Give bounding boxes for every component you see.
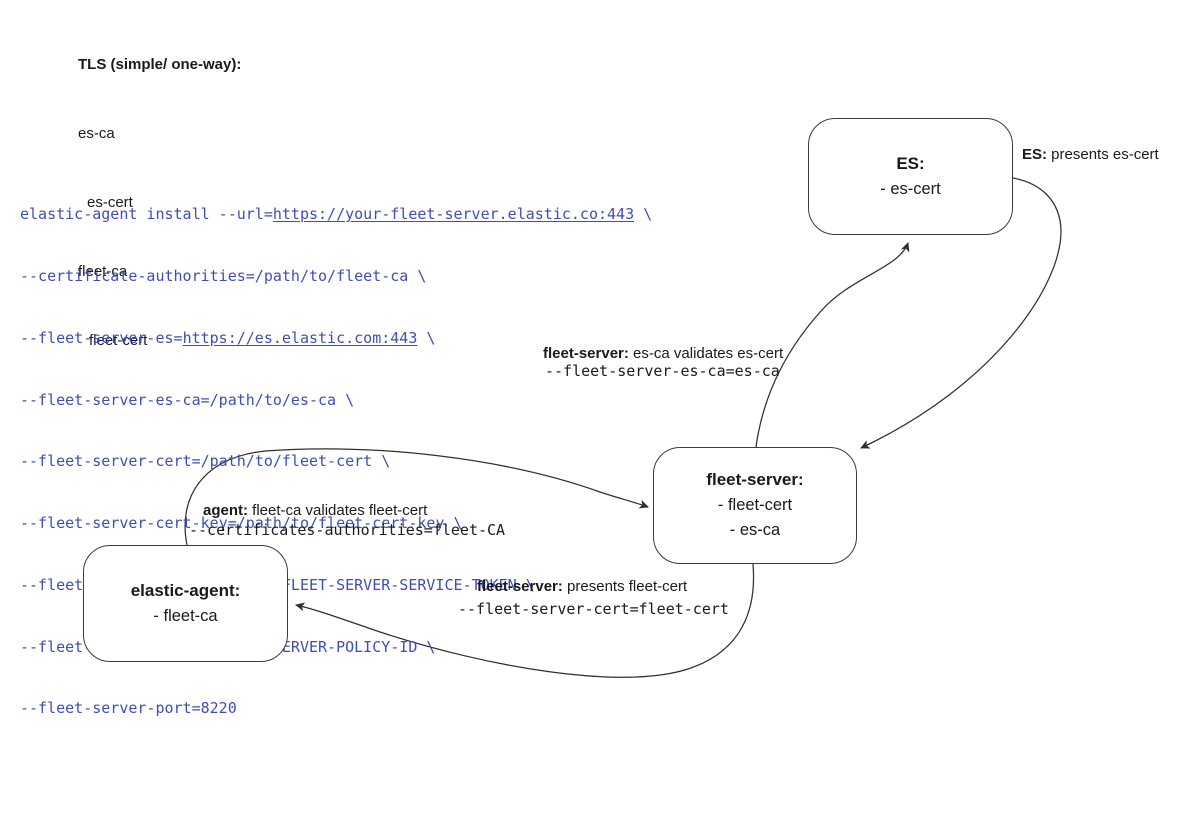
node-fleet-server-item-fleet-cert: - fleet-cert (717, 495, 793, 514)
label-fleet-server-presents-fleet-cert: fleet-server: presents fleet-cert (477, 578, 687, 595)
legend-item-es-cert: es-cert (87, 194, 133, 211)
label-es-presents-es-cert: ES: presents es-cert (1022, 146, 1159, 163)
label-agent-validates-prefix: agent: (203, 502, 248, 519)
command-line-4: --fleet-server-es-ca=/path/to/es-ca \ (20, 390, 355, 409)
arrow-agent-to-fleet-server (184, 448, 649, 546)
arrow-fleet-server-to-agent (295, 563, 755, 678)
install-command-block: elastic-agent install --url=https://your… (20, 163, 652, 760)
label-fleet-presents-flag: --fleet-server-cert=fleet-cert (458, 600, 729, 618)
node-elastic-agent: elastic-agent: - fleet-ca (83, 545, 288, 662)
label-agent-validates-rest: fleet-ca validates fleet-cert (248, 502, 428, 519)
node-es-item-es-cert: - es-cert (880, 179, 941, 198)
command-line-1-post: \ (634, 205, 653, 224)
node-es: ES: - es-cert (808, 118, 1013, 235)
node-fleet-server: fleet-server: - fleet-cert - es-ca (653, 447, 857, 564)
tls-legend: TLS (simple/ one-way): es-ca es-cert fle… (78, 7, 241, 398)
label-es-presents-prefix: ES: (1022, 146, 1048, 163)
legend-item-fleet-ca: fleet-ca (78, 263, 128, 280)
label-fleet-validates-rest: es-ca validates es-cert (628, 345, 784, 362)
tls-legend-title: TLS (simple/ one-way): (78, 56, 242, 73)
node-elastic-agent-title: elastic-agent: (130, 581, 241, 600)
command-line-1: elastic-agent install --url=https://your… (20, 204, 652, 225)
label-fleet-server-validates-es-cert: fleet-server: es-ca validates es-cert (543, 345, 783, 362)
label-fleet-presents-prefix: fleet-server: (477, 578, 563, 595)
label-fleet-validates-prefix: fleet-server: (543, 345, 629, 362)
label-es-presents-rest: presents es-cert (1047, 146, 1159, 163)
command-line-3-post: \ (417, 328, 436, 347)
label-fleet-presents-rest: presents fleet-cert (562, 578, 688, 595)
node-fleet-server-title: fleet-server: (706, 470, 804, 490)
node-elastic-agent-item-fleet-ca: - fleet-ca (153, 606, 218, 625)
arrow-es-to-fleet-server (860, 177, 1062, 449)
command-line-6: --fleet-server-cert-key=/path/to/fleet-c… (20, 514, 463, 533)
node-fleet-server-item-es-ca: - es-ca (729, 521, 781, 540)
command-line-1-pre: elastic-agent install --url= (20, 205, 273, 224)
es-url-link[interactable]: https://es.elastic.com:443 (182, 328, 418, 347)
command-line-3: --fleet-server-es=https://es.elastic.com… (20, 328, 652, 349)
label-fleet-validates-flag: --fleet-server-es-ca=es-ca (545, 362, 780, 380)
command-line-9: --fleet-server-port=8220 (20, 699, 237, 718)
legend-item-fleet-cert: fleet-cert (89, 332, 148, 349)
command-line-5: --fleet-server-cert=/path/to/fleet-cert … (20, 452, 391, 471)
label-agent-validates-fleet-cert: agent: fleet-ca validates fleet-cert (203, 502, 427, 519)
fleet-server-url-link[interactable]: https://your-fleet-server.elastic.co:443 (272, 205, 635, 224)
arrow-fleet-server-to-es (755, 242, 910, 448)
node-es-title: ES: (896, 154, 925, 173)
label-agent-validates-flag: --certificates-authorities=fleet-CA (189, 521, 506, 539)
command-line-2: --certificate-authorities=/path/to/fleet… (20, 266, 427, 285)
legend-item-es-ca: es-ca (78, 125, 115, 142)
command-line-3-pre: --fleet-server-es= (20, 328, 183, 347)
